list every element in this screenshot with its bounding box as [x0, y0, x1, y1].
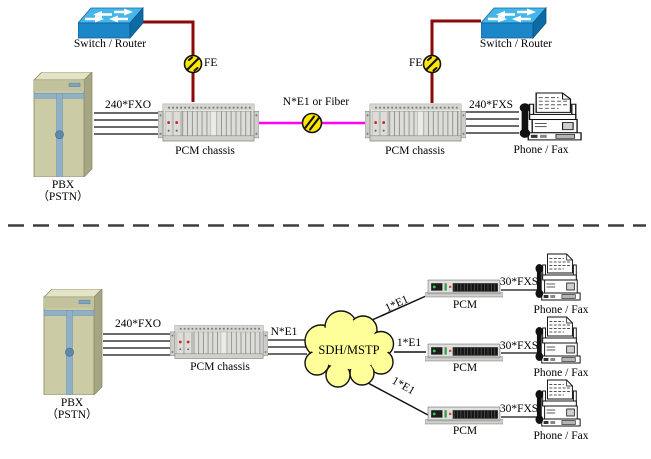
- phonefax-label-1: Phone / Fax: [533, 304, 589, 316]
- phone-fax-icon-1: [535, 253, 583, 305]
- pbx-bottom-label: PBX: [60, 397, 84, 409]
- chassis-top-left-label: PCM chassis: [175, 145, 235, 157]
- pbx-bottom-sublabel: （PSTN）: [46, 409, 98, 421]
- e1-label-2: 1*E1: [396, 337, 422, 349]
- fe-uplink-left: [143, 20, 195, 102]
- pbx-top-sublabel: （PSTN）: [37, 191, 89, 203]
- sdh-mstp-cloud: [304, 310, 395, 388]
- fe-right-label: FE: [409, 57, 423, 69]
- fxs-lines-top: [466, 111, 519, 134]
- ne1-label: N*E1: [270, 326, 298, 338]
- cloud-label: SDH/MSTP: [318, 343, 380, 357]
- fe-interface-icon-left: [183, 54, 203, 74]
- pbx-cabinet-icon-top: [30, 72, 94, 177]
- pcm-label-2: PCM: [452, 362, 478, 374]
- chassis-top-right-label: PCM chassis: [385, 145, 445, 157]
- e1-branch-lines: [367, 295, 429, 416]
- fxo-lines-bottom: [103, 333, 171, 356]
- fxs-label-3: 30*FXS: [499, 403, 539, 415]
- phonefax-label-2: Phone / Fax: [533, 367, 589, 379]
- switch-right-label: Switch / Router: [479, 38, 553, 50]
- fxs-top-label: 240*FXS: [468, 99, 514, 111]
- fe-uplink-right: [430, 19, 481, 103]
- pbx-top-label: PBX: [51, 179, 75, 191]
- pbx-cabinet-icon-bottom: [40, 289, 104, 395]
- phone-fax-icon-3: [535, 379, 583, 431]
- pcm-unit-icon-3: [425, 406, 503, 425]
- pcm-label-1: PCM: [452, 299, 478, 311]
- pcm-chassis-icon-bottom: [170, 321, 268, 362]
- fxo-lines-top: [94, 112, 160, 135]
- ne1-lines-bottom: [268, 339, 307, 355]
- switch-router-icon-top-left: [78, 7, 144, 39]
- switch-router-icon-top-right: [481, 7, 547, 39]
- fxs-label-2: 30*FXS: [499, 340, 539, 352]
- phone-fax-icon-top: [519, 92, 585, 145]
- fiber-joint-icon: [301, 112, 323, 134]
- phone-fax-icon-2: [535, 316, 583, 368]
- phonefax-top-label: Phone / Fax: [513, 144, 569, 156]
- pcm-chassis-icon-top-left: [158, 99, 259, 145]
- pcm-label-3: PCM: [452, 425, 478, 437]
- pcm-unit-icon-2: [425, 343, 503, 362]
- fxo-top-label: 240*FXO: [104, 99, 152, 111]
- chassis-bottom-label: PCM chassis: [190, 361, 250, 373]
- pcm-unit-icon-1: [425, 279, 503, 298]
- fe-left-label: FE: [204, 57, 218, 69]
- fxs-lines-branches: [501, 289, 538, 418]
- trunk-label: N*E1 or Fiber: [282, 96, 350, 108]
- pcm-chassis-icon-top-right: [365, 99, 466, 145]
- phonefax-label-3: Phone / Fax: [533, 430, 589, 442]
- switch-left-label: Switch / Router: [73, 38, 147, 50]
- fe-interface-icon-right: [422, 54, 442, 74]
- fxs-label-1: 30*FXS: [499, 276, 539, 288]
- fxo-bottom-label: 240*FXO: [114, 318, 162, 330]
